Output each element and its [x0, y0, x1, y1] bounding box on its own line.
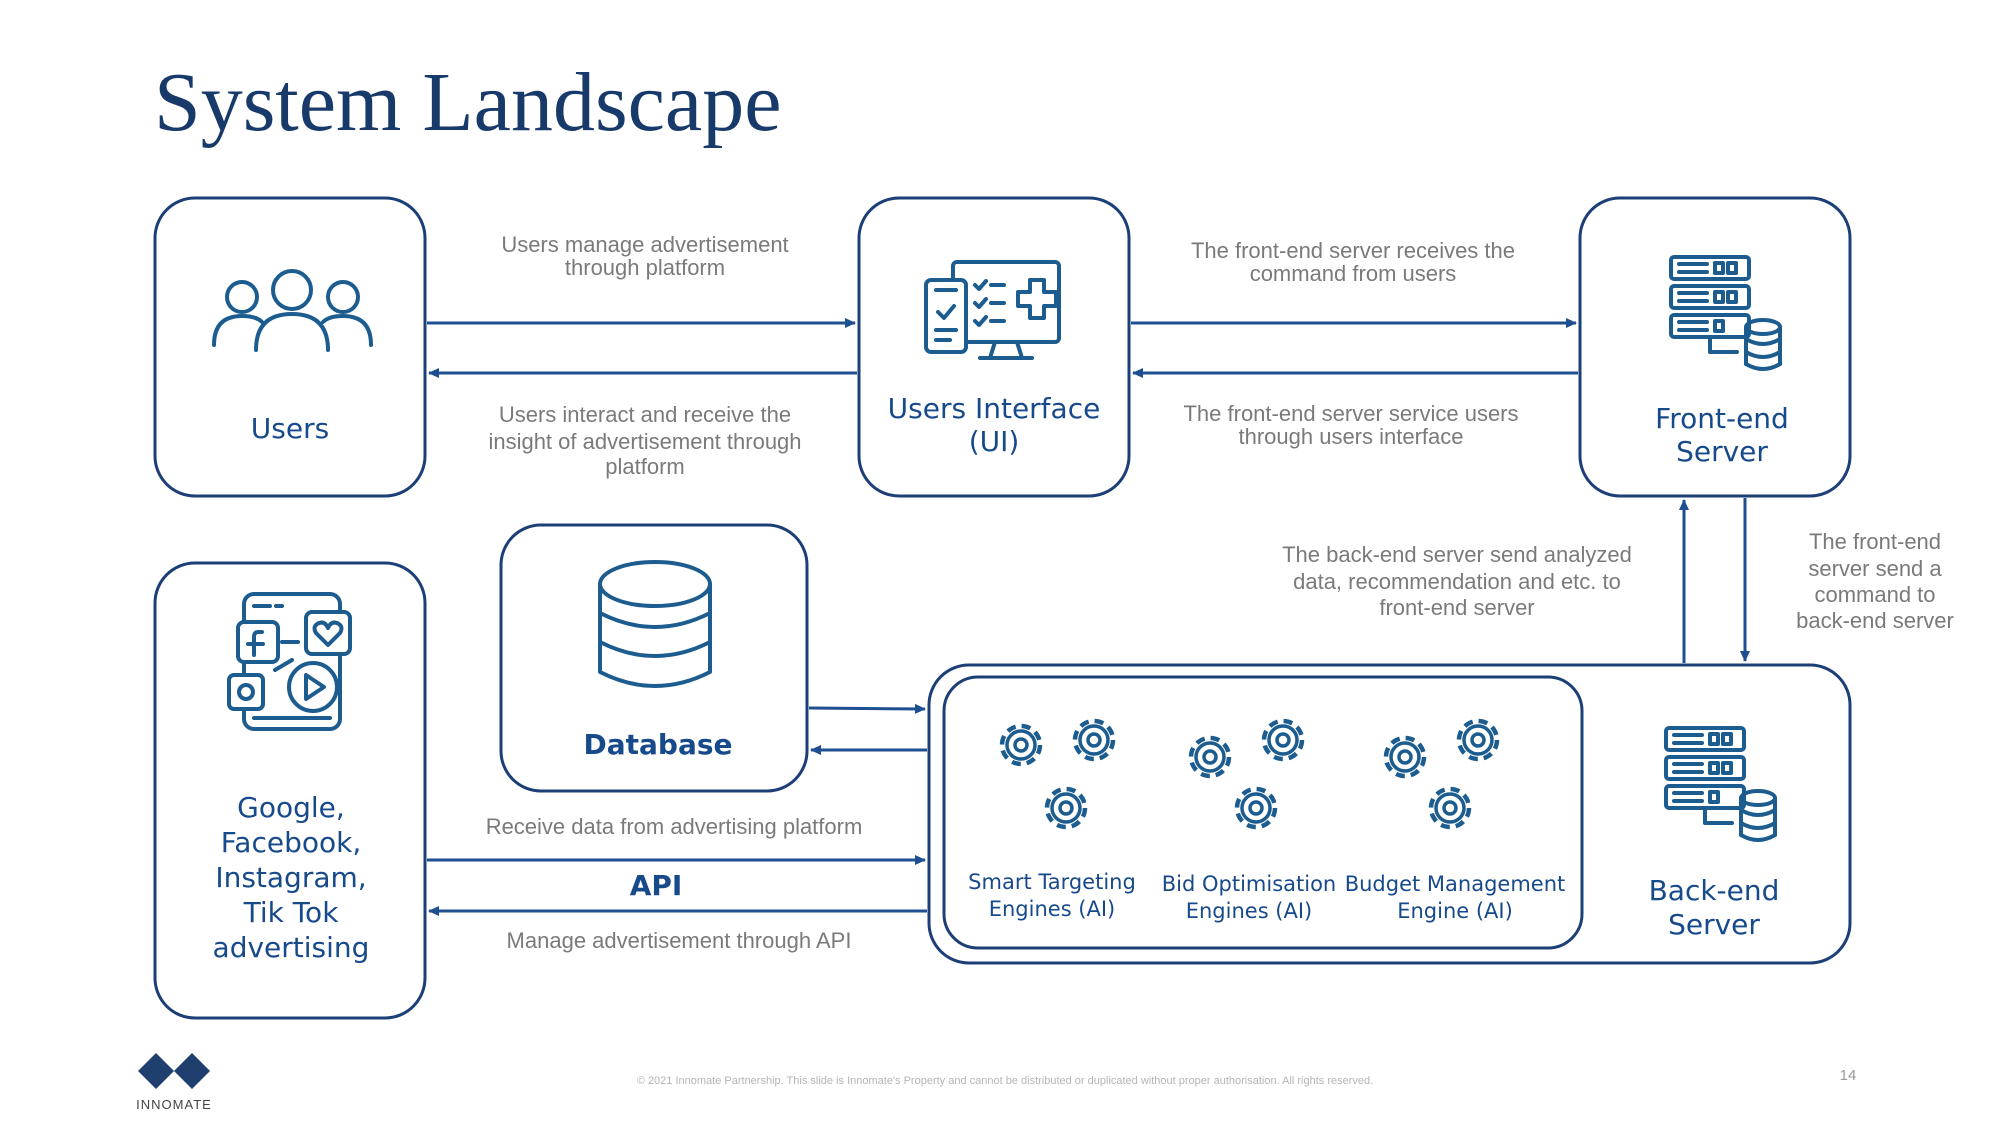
frontend-label-line1: Front-end: [1655, 402, 1789, 435]
edge-users-to-ui-line2: through platform: [565, 255, 725, 280]
ui-label-line2: (UI): [969, 425, 1020, 458]
users-label: Users: [251, 412, 329, 445]
edge-frontend-to-backend-line2: server send a: [1808, 556, 1942, 581]
page-number: 14: [1840, 1067, 1857, 1084]
engine-budget-management-line1: Budget Management: [1345, 872, 1566, 896]
edge-backend-to-platforms-label: Manage advertisement through API: [507, 928, 852, 953]
engine-smart-targeting-line1: Smart Targeting: [968, 870, 1136, 894]
users-box: [153, 196, 427, 498]
engine-bid-optimisation-line2: Engines (AI): [1186, 899, 1313, 923]
edge-ui-to-users-line2: insight of advertisement through: [488, 429, 801, 454]
platforms-label-line4: Tik Tok: [243, 896, 340, 929]
ui-label-line1: Users Interface: [888, 392, 1101, 425]
users-icon: [212, 269, 373, 352]
edge-frontend-to-backend-line4: back-end server: [1796, 608, 1954, 633]
api-label: API: [630, 869, 683, 902]
copyright-text: © 2021 Innomate Partnership. This slide …: [637, 1075, 1373, 1087]
edge-backend-to-frontend-line3: front-end server: [1379, 595, 1534, 620]
arrow-database-to-backend: [808, 703, 926, 714]
platforms-label-line2: Facebook,: [221, 826, 361, 859]
edge-backend-to-frontend-line2: data, recommendation and etc. to: [1293, 569, 1621, 594]
social-media-icon: [227, 592, 352, 731]
dashboard-icon: [924, 260, 1061, 360]
ai-engines-box: [942, 675, 1584, 950]
logo-text: INNOMATE: [136, 1097, 212, 1112]
engine-bid-optimisation-line1: Bid Optimisation: [1162, 872, 1337, 896]
edge-frontend-to-ui-line2: through users interface: [1238, 424, 1463, 449]
backend-label-line2: Server: [1668, 908, 1760, 941]
platforms-label-line1: Google,: [237, 791, 345, 824]
edge-users-to-ui-line1: Users manage advertisement: [501, 232, 788, 257]
edge-platforms-to-backend-label: Receive data from advertising platform: [486, 814, 863, 839]
edge-ui-to-frontend-line2: command from users: [1250, 261, 1457, 286]
edge-frontend-to-ui-line1: The front-end server service users: [1183, 401, 1518, 426]
frontend-server-box: [1578, 196, 1852, 498]
backend-label-line1: Back-end: [1649, 874, 1780, 907]
database-label: Database: [583, 728, 732, 761]
frontend-label-line2: Server: [1676, 435, 1768, 468]
edge-ui-to-users-line3: platform: [605, 454, 684, 479]
edge-backend-to-frontend-line1: The back-end server send analyzed: [1282, 542, 1632, 567]
database-icon: [598, 560, 712, 688]
edge-ui-to-frontend-line1: The front-end server receives the: [1191, 238, 1515, 263]
edge-frontend-to-backend-line3: command to: [1814, 582, 1935, 607]
platforms-label-line5: advertising: [213, 931, 370, 964]
platforms-box: [153, 561, 427, 1020]
engine-smart-targeting-line2: Engines (AI): [989, 897, 1116, 921]
edge-frontend-to-backend-line1: The front-end: [1809, 529, 1941, 554]
engine-budget-management-line2: Engine (AI): [1397, 899, 1513, 923]
platforms-label-line3: Instagram,: [215, 861, 366, 894]
innomate-logo: INNOMATE: [136, 1053, 212, 1112]
edge-ui-to-users-line1: Users interact and receive the: [499, 402, 791, 427]
page-title: System Landscape: [154, 56, 782, 149]
